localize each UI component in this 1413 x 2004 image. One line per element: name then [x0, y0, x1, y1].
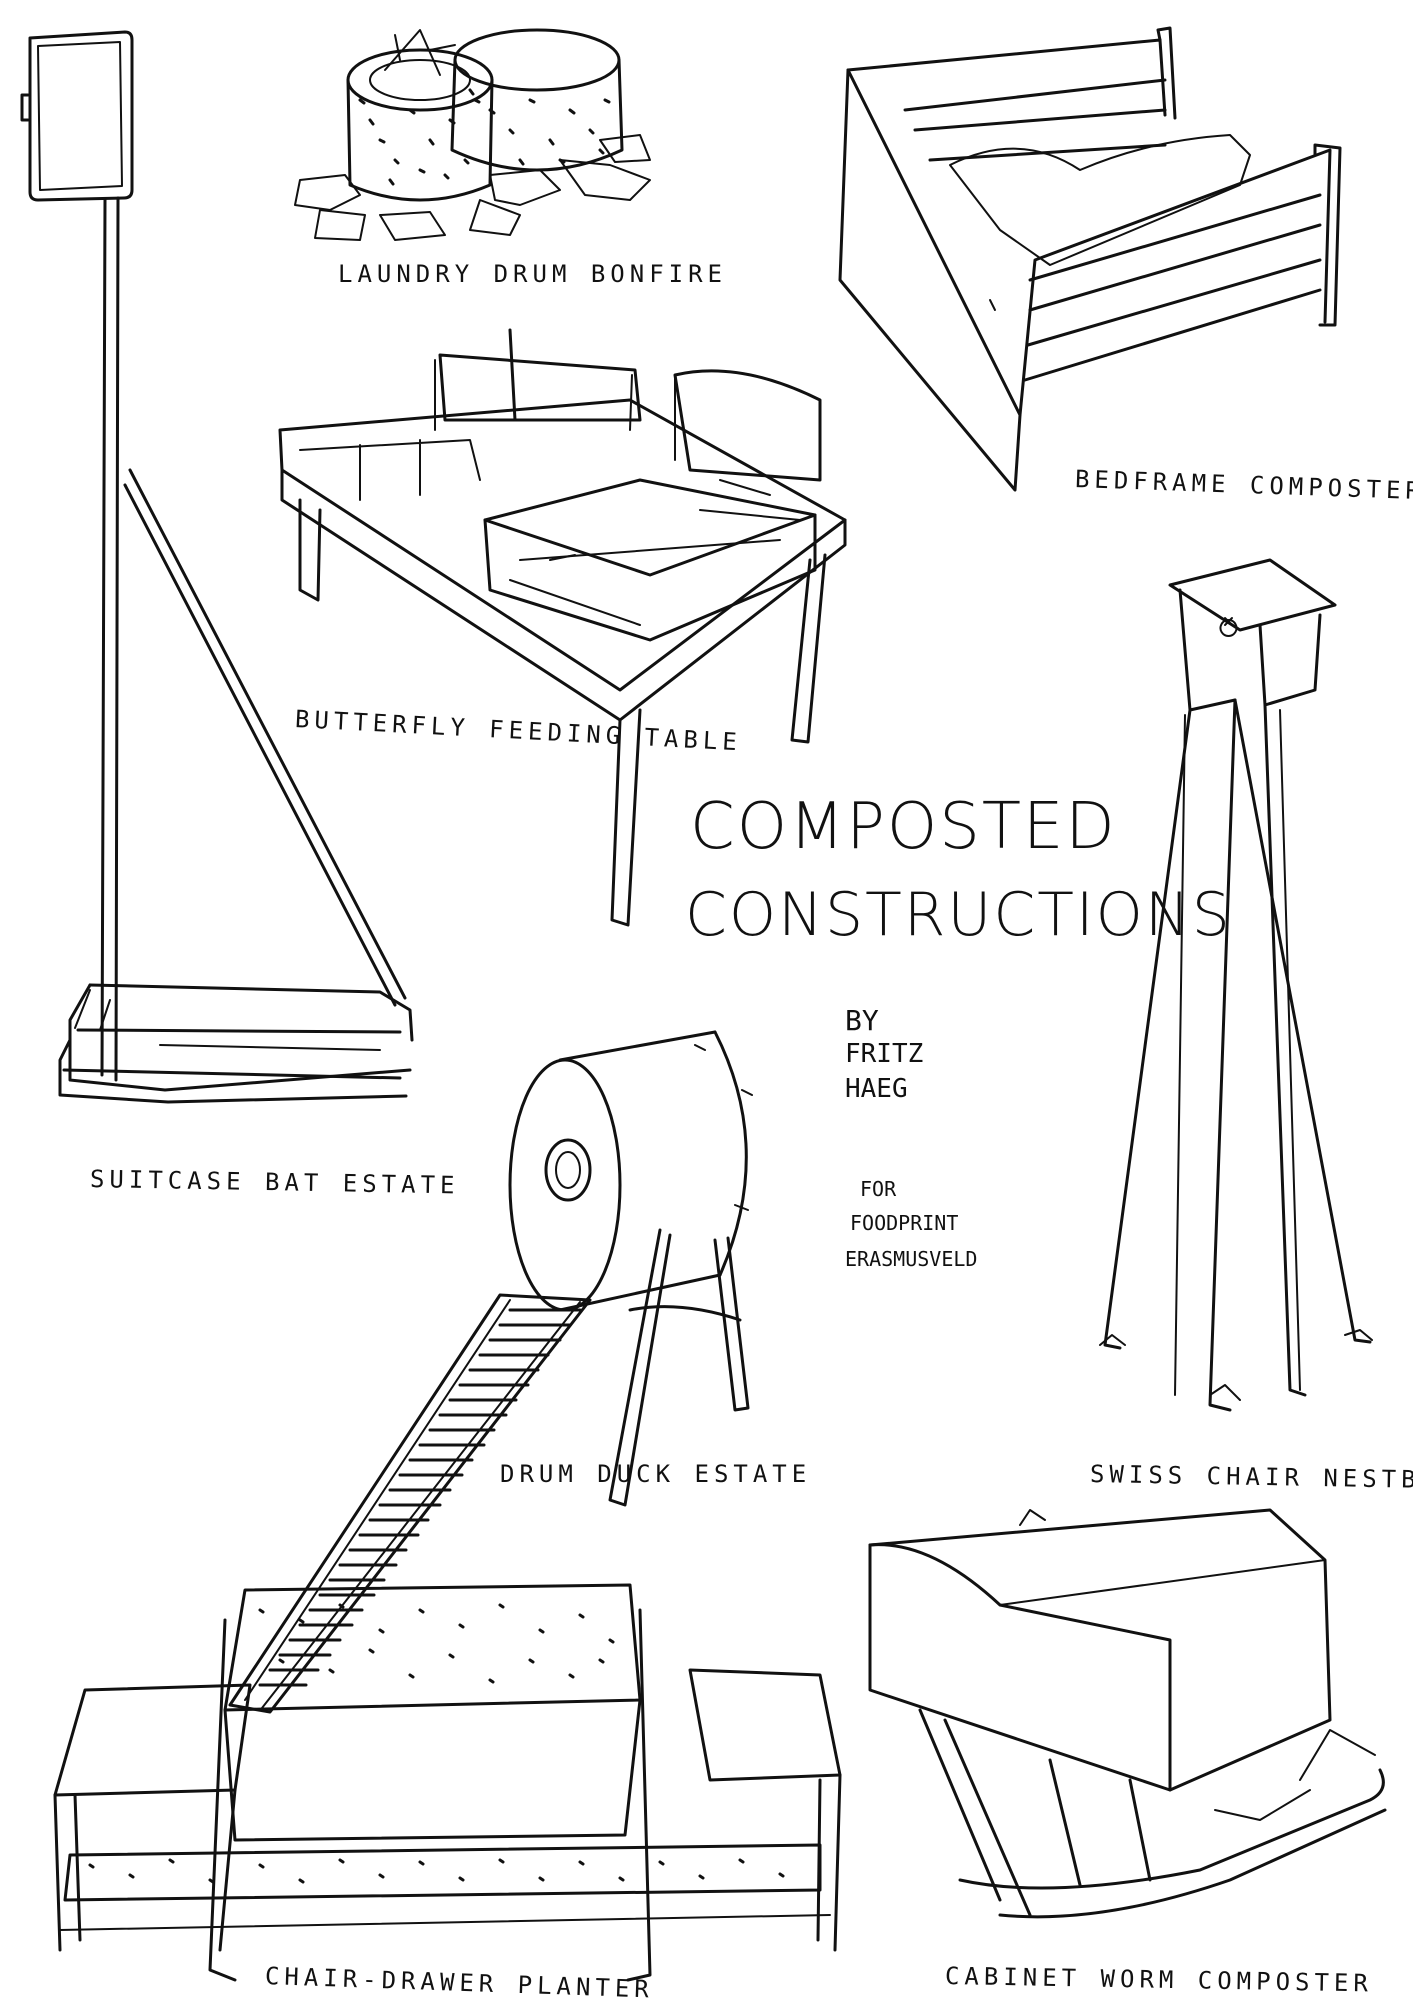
page-title-line1: COMPOSTED	[690, 790, 1117, 864]
drum-duck-estate-drawing	[228, 1030, 753, 1714]
drum-texture	[358, 88, 611, 186]
bedframe-composter-drawing	[838, 26, 1342, 492]
credit-for: FOR	[860, 1177, 897, 1201]
page-title-line2: CONSTRUCTIONS	[685, 880, 1232, 950]
laundry-drum-bonfire-drawing	[294, 28, 651, 241]
ramp-slats	[258, 1308, 582, 1687]
credit-name-last: HAEG	[845, 1074, 908, 1104]
credit-project-line1: FOODPRINT	[850, 1211, 959, 1235]
cabinet-worm-composter-drawing	[868, 1508, 1387, 1919]
caption-laundry-drum-bonfire: LAUNDRY DRUM BONFIRE	[338, 260, 727, 288]
caption-drum-duck-estate: DRUM DUCK ESTATE	[500, 1460, 812, 1488]
chair-drawer-planter-drawing	[53, 1583, 842, 1982]
butterfly-feeding-table-drawing	[278, 328, 847, 927]
soil-texture	[88, 1603, 785, 1884]
credit-by: BY	[845, 1004, 879, 1037]
suitcase-bat-estate-drawing	[20, 30, 414, 1104]
credit-project-line2: ERASMUSVELD	[845, 1247, 978, 1271]
swiss-chair-nestbox-drawing	[1099, 558, 1373, 1412]
credit-name-first: FRITZ	[845, 1039, 924, 1069]
